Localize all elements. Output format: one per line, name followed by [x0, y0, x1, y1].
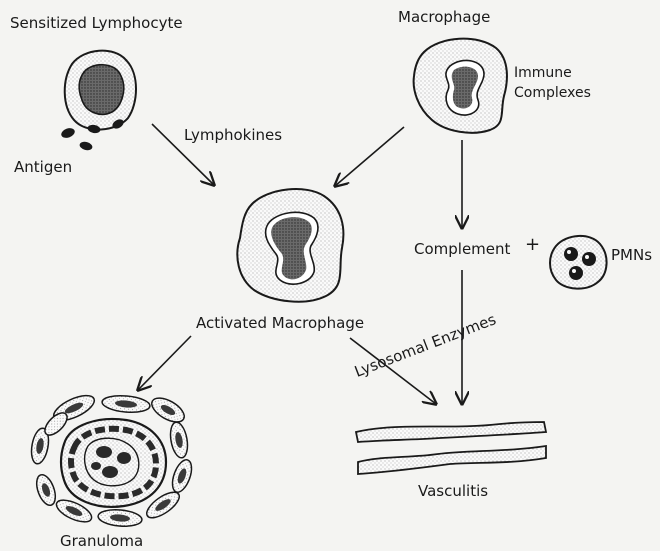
label-complement: Complement	[414, 240, 510, 258]
label-activated-macrophage: Activated Macrophage	[196, 314, 364, 332]
arrow-macrophage-to-activated	[335, 127, 404, 186]
label-pmns: PMNs	[611, 246, 652, 264]
pmn-cell	[550, 236, 607, 289]
granuloma	[29, 391, 195, 528]
vessel-wall	[356, 422, 546, 474]
macrophage-cell	[414, 39, 507, 133]
label-granuloma: Granuloma	[60, 532, 143, 550]
label-lymphokines: Lymphokines	[184, 126, 282, 144]
label-macrophage: Macrophage	[398, 8, 490, 26]
label-antigen: Antigen	[14, 158, 72, 176]
sensitized-lymphocyte-cell	[65, 51, 136, 130]
label-complexes: Complexes	[514, 84, 591, 102]
arrow-activated-to-granuloma	[138, 336, 191, 390]
activated-macrophage-cell	[237, 189, 343, 302]
label-plus: +	[525, 236, 540, 254]
label-vasculitis: Vasculitis	[418, 482, 488, 500]
label-sensitized-lymphocyte: Sensitized Lymphocyte	[10, 14, 183, 32]
label-immune: Immune	[514, 64, 572, 82]
